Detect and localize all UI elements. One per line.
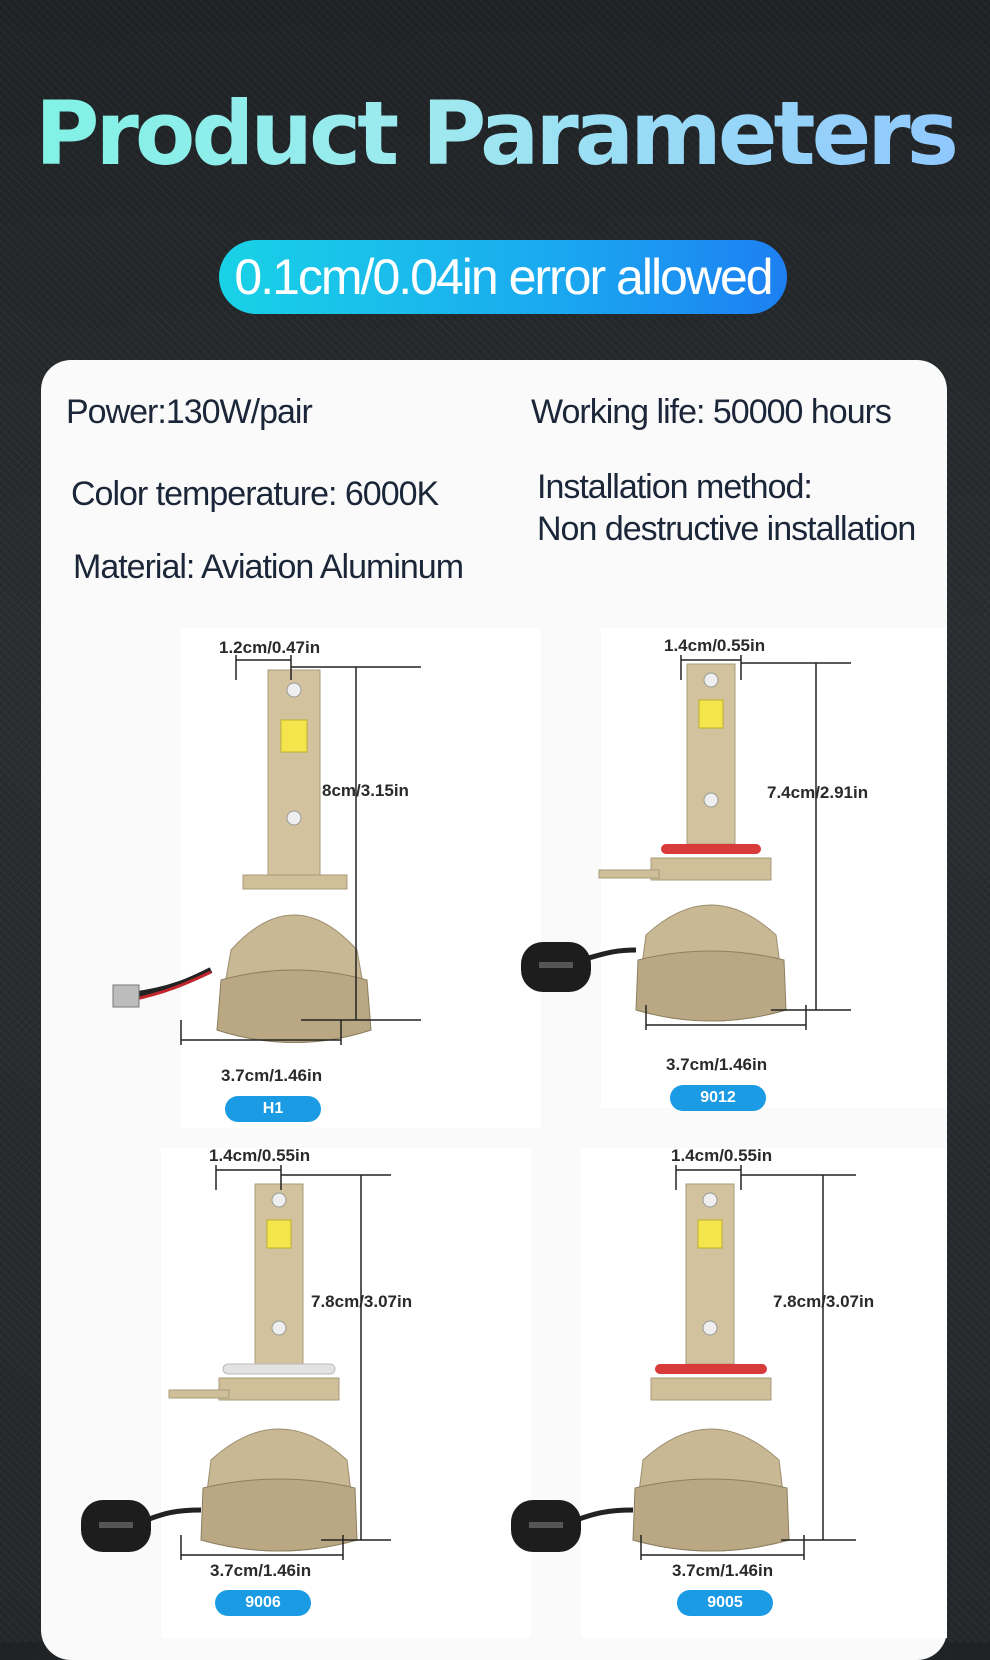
9012-top-width: 1.4cm/0.55in bbox=[664, 636, 766, 655]
spec-color-temperature: Color temperature: 6000K bbox=[71, 475, 439, 513]
9005-base-width: 3.7cm/1.46in bbox=[672, 1561, 774, 1580]
product-panel-h1 bbox=[181, 628, 541, 1128]
9006-bulb-icon bbox=[51, 1170, 471, 1590]
spec-installation-value: Non destructive installation bbox=[537, 510, 916, 548]
9012-model-tag: 9012 bbox=[670, 1085, 766, 1111]
9012-bulb-icon bbox=[481, 650, 901, 1070]
9012-base-width: 3.7cm/1.46in bbox=[666, 1055, 768, 1074]
h1-dimension-lines-icon bbox=[180, 655, 421, 1045]
h1-bulb-icon bbox=[71, 650, 491, 1070]
9006-base-width: 3.7cm/1.46in bbox=[210, 1561, 312, 1580]
9005-model-tag: 9005 bbox=[677, 1590, 773, 1616]
tolerance-badge: 0.1cm/0.04in error allowed bbox=[219, 240, 787, 314]
9006-dimension-lines-icon bbox=[180, 1165, 391, 1560]
spec-material: Material: Aviation Aluminum bbox=[73, 548, 464, 586]
h1-top-width: 1.2cm/0.47in bbox=[219, 638, 321, 657]
spec-working-life: Working life: 50000 hours bbox=[531, 393, 892, 431]
spec-installation-label: Installation method: bbox=[537, 468, 813, 506]
h1-height: 8cm/3.15in bbox=[322, 781, 409, 800]
9005-bulb-icon bbox=[491, 1170, 911, 1590]
9012-dimension-lines-icon bbox=[645, 655, 851, 1030]
9006-model-tag: 9006 bbox=[215, 1590, 311, 1616]
9005-dimension-lines-icon bbox=[640, 1165, 856, 1560]
9012-height: 7.4cm/2.91in bbox=[767, 783, 869, 802]
h1-model-tag: H1 bbox=[225, 1096, 321, 1122]
h1-base-width: 3.7cm/1.46in bbox=[221, 1066, 323, 1085]
page-title: Product Parameters bbox=[0, 82, 990, 185]
9006-top-width: 1.4cm/0.55in bbox=[209, 1146, 311, 1165]
spec-card: Power:130W/pair Working life: 50000 hour… bbox=[41, 360, 947, 1660]
spec-power: Power:130W/pair bbox=[66, 393, 313, 431]
9005-top-width: 1.4cm/0.55in bbox=[671, 1146, 773, 1165]
9005-height: 7.8cm/3.07in bbox=[773, 1292, 875, 1311]
9006-height: 7.8cm/3.07in bbox=[311, 1292, 413, 1311]
